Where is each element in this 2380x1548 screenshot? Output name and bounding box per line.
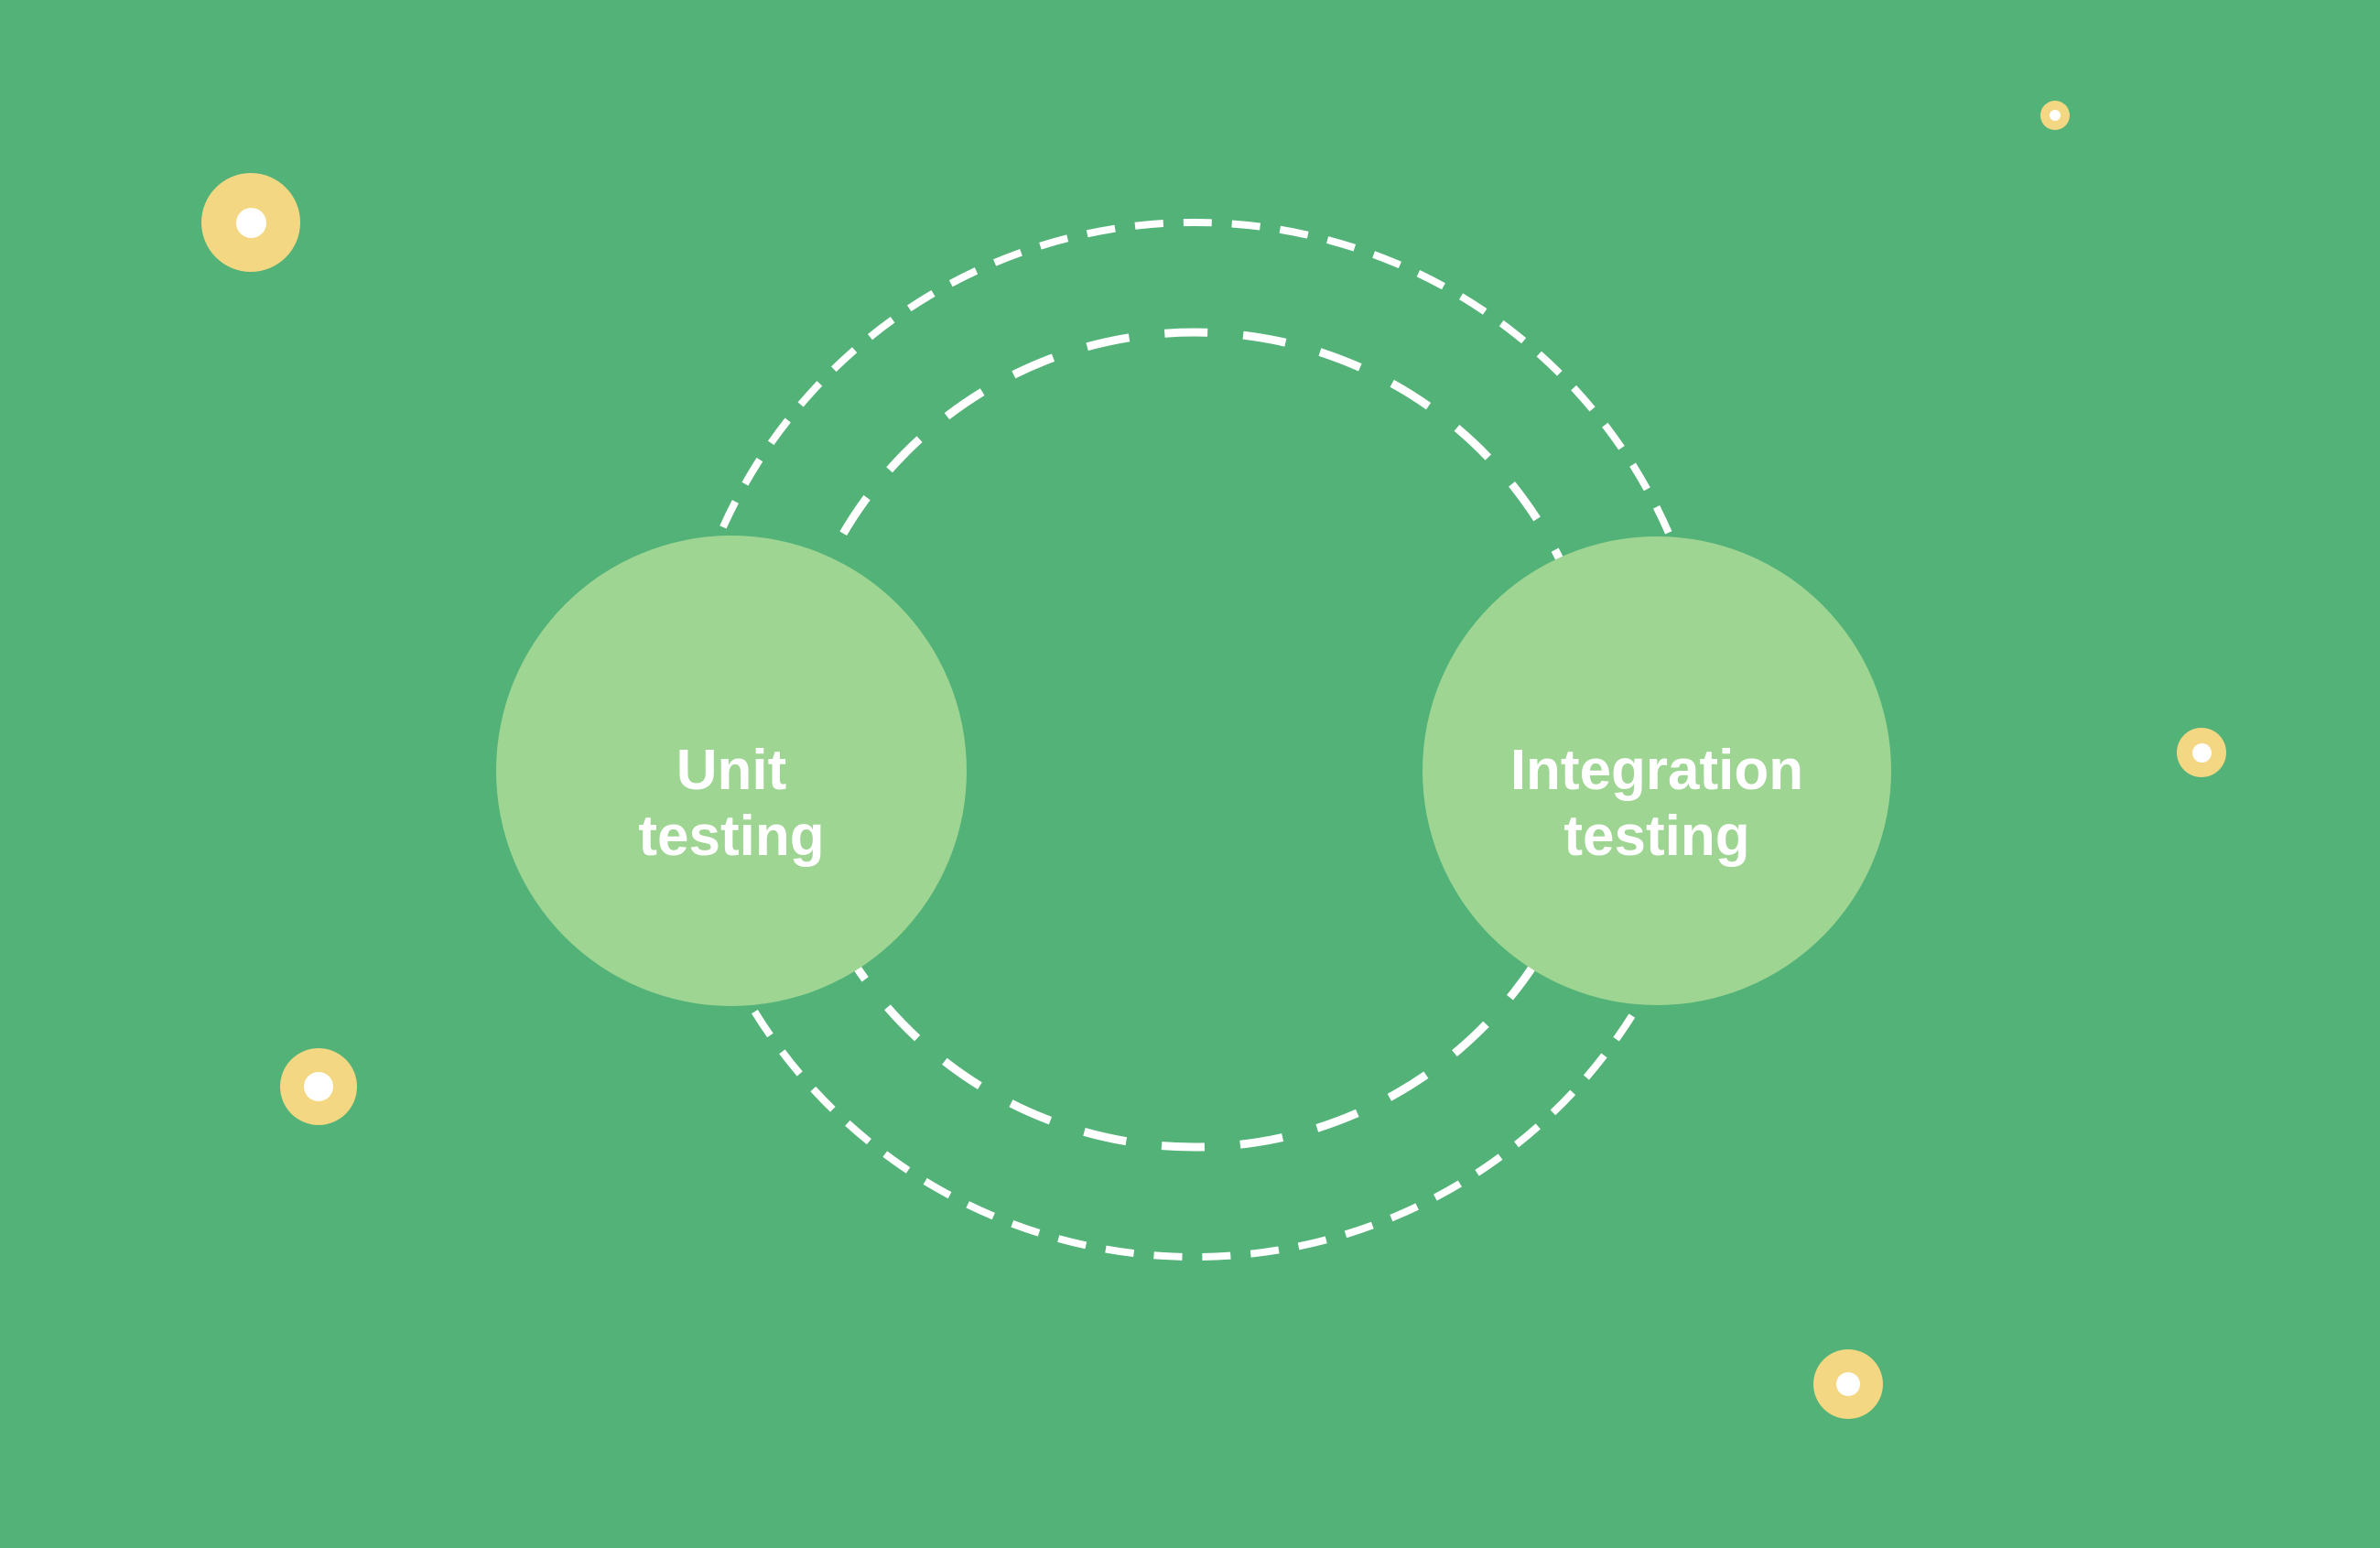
node-integration-testing-label: Integration testing (1509, 739, 1804, 868)
node-unit-testing: Unit testing (496, 536, 967, 1006)
donut-dot-core-icon (304, 1072, 333, 1101)
donut-dot-core-icon (2050, 110, 2061, 121)
donut-dot-icon-5 (1813, 1349, 1883, 1419)
donut-dot-core-icon (1836, 1372, 1860, 1396)
donut-dot-icon-3 (2177, 728, 2226, 777)
donut-dot-core-icon (235, 207, 266, 238)
node-integration-testing: Integration testing (1423, 536, 1891, 1005)
donut-dot-core-icon (2191, 742, 2212, 763)
donut-dot-icon-1 (201, 173, 300, 272)
node-unit-testing-label: Unit testing (638, 739, 825, 868)
donut-dot-icon-4 (280, 1048, 357, 1125)
donut-dot-icon-2 (2040, 101, 2070, 130)
